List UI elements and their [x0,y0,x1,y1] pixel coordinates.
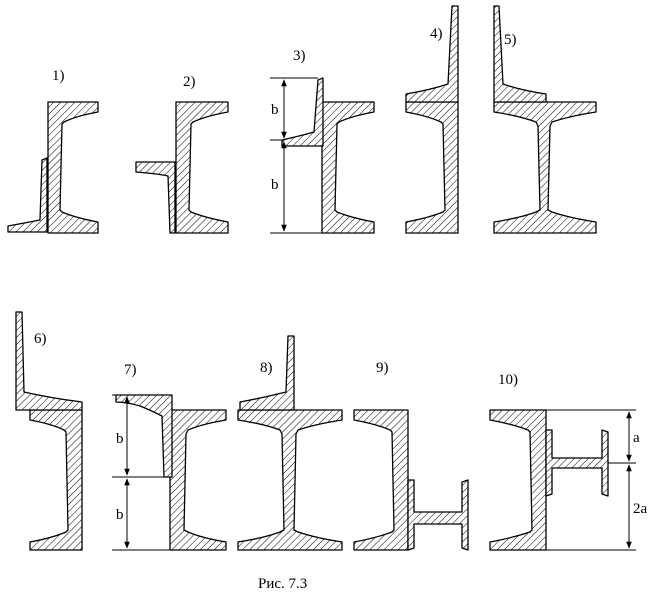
label-10: 10) [498,372,518,388]
channel-3 [321,101,375,234]
channel-9 [353,409,409,551]
ibeam-9 [407,479,469,551]
section-7: b b 7) [112,362,227,551]
angle-8 [239,335,295,411]
label-5: 5) [504,32,517,48]
label-8: 8) [260,360,273,376]
label-2: 2) [183,74,196,90]
channel-4 [405,101,459,234]
section-9: 9) [353,360,469,551]
ibeam-8 [237,409,343,551]
angle-4 [405,5,459,103]
angle-6 [15,311,83,411]
channel-10 [489,409,547,551]
label-3: 3) [293,48,306,64]
label-7: 7) [124,362,137,378]
channel-1 [47,101,99,234]
channel-6 [29,409,83,551]
section-8: 8) [237,335,343,551]
ibeam-7 [169,409,227,551]
ibeam-5 [493,101,597,234]
dim-label-3b: b [271,177,279,193]
angle-7 [115,394,173,478]
label-4: 4) [430,26,443,42]
angle-5 [493,5,547,103]
angle-2 [135,161,176,234]
label-1: 1) [52,68,65,84]
section-6: 6) [15,311,83,551]
dim-label-7b: b [116,507,124,523]
figure-caption: Рис. 7.3 [258,576,307,592]
label-9: 9) [376,360,389,376]
dim-label-10b: 2a [633,501,648,517]
label-6: 6) [34,331,47,347]
dim-label-3a: b [271,102,279,118]
dim-label-7a: b [116,431,124,447]
section-10: a 2a 10) [489,372,648,551]
ibeam-10 [545,429,609,497]
channel-2 [175,101,229,234]
section-5: 5) [493,5,597,234]
section-2: 2) [135,74,229,234]
section-4: 4) [405,5,459,234]
angle-1 [7,157,48,233]
section-1: 1) [7,68,99,234]
section-3: b b 3) [270,48,375,234]
angle-3 [281,77,324,147]
dim-label-10a: a [633,430,640,446]
